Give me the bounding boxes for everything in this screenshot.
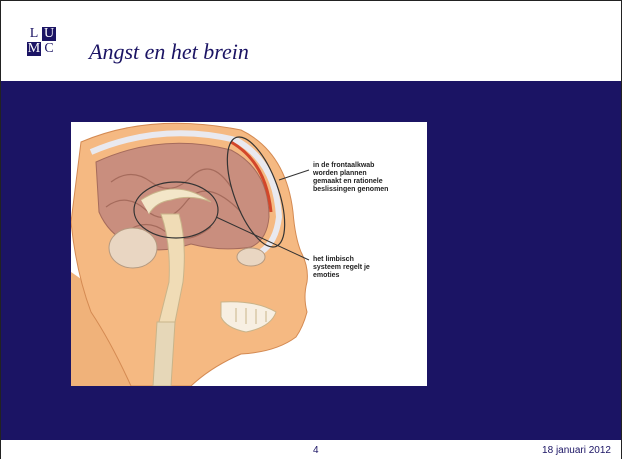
slide-content: in de frontaalkwab worden plannen gemaak…: [1, 81, 621, 440]
lumc-logo: L U M C: [27, 27, 57, 57]
slide-footer: 4 18 januari 2012: [1, 440, 621, 460]
page-number: 4: [313, 445, 319, 456]
logo-letter-c: C: [42, 42, 56, 56]
slide-header: L U M C Angst en het brein: [1, 1, 621, 81]
logo-letter-u: U: [42, 27, 56, 41]
slide-title: Angst en het brein: [89, 39, 249, 65]
frontal-lobe-annotation: in de frontaalkwab worden plannen gemaak…: [313, 162, 397, 194]
logo-letter-l: L: [27, 27, 41, 41]
slide-date: 18 januari 2012: [542, 445, 611, 456]
brain-illustration: in de frontaalkwab worden plannen gemaak…: [71, 122, 427, 386]
logo-letter-m: M: [27, 42, 41, 56]
limbic-system-annotation: het limbisch systeem regelt je emoties: [313, 256, 383, 280]
